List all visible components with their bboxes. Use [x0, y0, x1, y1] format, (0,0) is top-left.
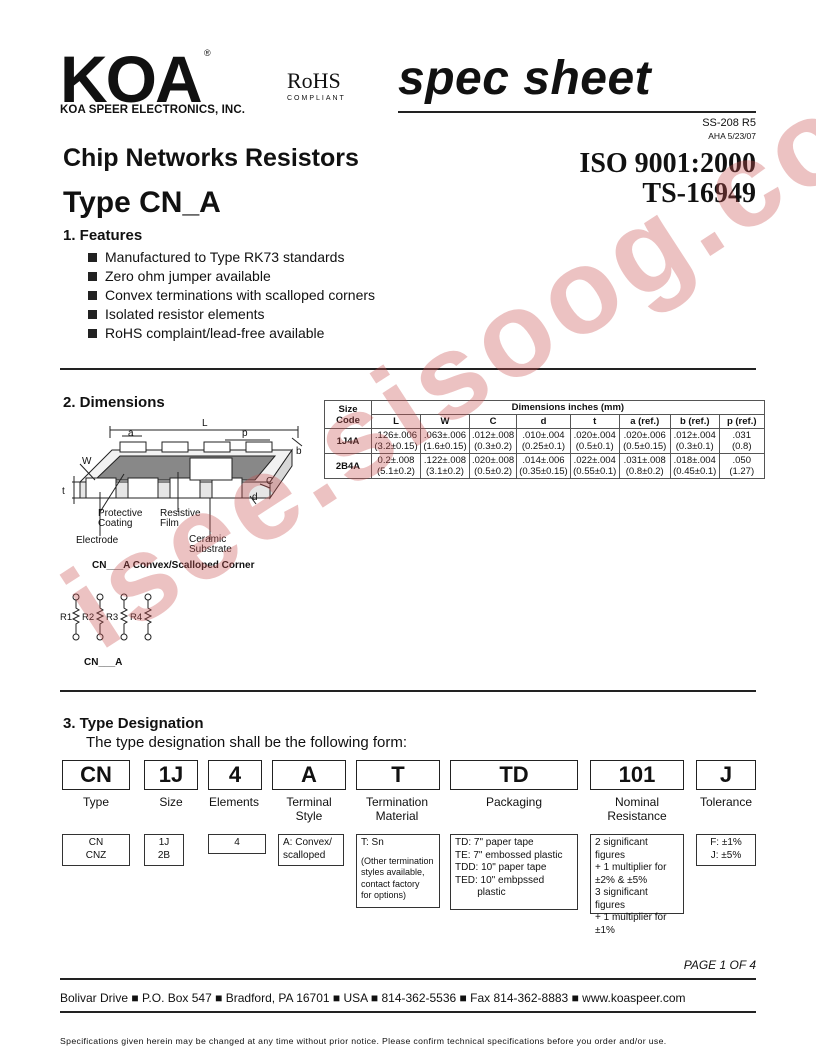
code-box: 4	[208, 760, 262, 790]
code-box: 101	[590, 760, 684, 790]
doc-date: AHA 5/23/07	[708, 131, 756, 141]
koa-logo: KOA	[60, 42, 203, 116]
iso-cert: ISO 9001:2000	[579, 148, 756, 179]
page-number: PAGE 1 OF 4	[683, 958, 756, 972]
section-divider	[60, 368, 756, 370]
options-box: F: ±1% J: ±5%	[696, 834, 756, 866]
website-link[interactable]: www.koaspeer.com	[582, 991, 686, 1005]
field-label: Termination Material	[365, 795, 429, 823]
resistor-schematic: R1 R2 R3 R4	[60, 593, 153, 641]
options-box: T: Sn (Other termination styles availabl…	[356, 834, 440, 908]
label-electrode: Electrode	[76, 535, 119, 546]
footer-rule	[60, 978, 756, 980]
label-ceramic-substrate: Ceramic Substrate	[189, 534, 232, 555]
feature-item: Convex terminations with scalloped corne…	[88, 287, 375, 303]
code-box: CN	[62, 760, 130, 790]
designation-heading: 3. Type Designation	[63, 715, 204, 732]
registered-mark: ®	[204, 48, 211, 58]
features-heading: 1. Features	[63, 227, 143, 244]
options-box: A: Convex/ scalloped	[278, 834, 344, 866]
options-text: T: Sn	[361, 837, 384, 848]
feature-item: Manufactured to Type RK73 standards	[88, 249, 344, 265]
code-box: A	[272, 760, 346, 790]
col-header: d	[516, 414, 571, 429]
designation-intro: The type designation shall be the follow…	[86, 734, 408, 751]
label-resistive-film: Resistive Film	[160, 508, 201, 529]
disclaimer: Specifications given herein may be chang…	[60, 1036, 667, 1046]
options-box: 2 significant figures + 1 multiplier for…	[590, 834, 684, 936]
dim-label-a: a	[128, 428, 134, 439]
dim-label-L: L	[202, 418, 208, 429]
section-divider	[60, 690, 756, 692]
schematic-label: R1	[60, 612, 72, 623]
dim-label-p: p	[242, 428, 248, 439]
field-label: Packaging	[485, 795, 543, 809]
ts-cert: TS-16949	[642, 178, 756, 209]
field-label: Size	[159, 795, 183, 809]
code-box: TD	[450, 760, 578, 790]
dimensions-table: Size Code Dimensions inches (mm) L W C d…	[324, 400, 765, 479]
schematic-label: R3	[106, 612, 118, 623]
field-label: Tolerance	[699, 795, 753, 809]
code-box: T	[356, 760, 440, 790]
footer-address: Bolivar Drive ■ P.O. Box 547 ■ Bradford,…	[60, 991, 686, 1005]
spec-sheet-title: spec sheet	[398, 52, 652, 105]
rohs-compliant: COMPLIANT	[287, 95, 346, 102]
dimensions-heading: 2. Dimensions	[63, 394, 165, 411]
field-label: Terminal Style	[286, 795, 332, 823]
page-title: Chip Networks Resistors	[63, 144, 359, 172]
field-label: Elements	[208, 795, 260, 809]
options-box: 1J 2B	[144, 834, 184, 866]
code-box: 1J	[144, 760, 198, 790]
table-row: 2B4A 0.2±.008(5.1±0.2) .122±.008(3.1±0.2…	[324, 453, 765, 479]
code-box: J	[696, 760, 756, 790]
company-name: KOA SPEER ELECTRONICS, INC.	[60, 104, 246, 116]
schematic-label: R2	[82, 612, 94, 623]
header-rule	[398, 111, 756, 113]
schematic-label: R4	[130, 612, 142, 623]
field-label: Nominal Resistance	[607, 795, 667, 823]
doc-number: SS-208 R5	[702, 117, 756, 129]
col-header: b (ref.)	[669, 414, 720, 429]
page-subtitle: Type CN_A	[63, 186, 221, 219]
col-header: p (ref.)	[718, 414, 765, 429]
label-protective-coating: Protective Coating	[98, 508, 143, 529]
dim-label-W: W	[82, 456, 92, 467]
table-row: 1J4A .126±.006(3.2±0.15) .063±.006(1.6±0…	[324, 428, 765, 454]
col-header: a (ref.)	[618, 414, 671, 429]
options-box: 4	[208, 834, 266, 854]
options-box: TD: 7" paper tape TE: 7" embossed plasti…	[450, 834, 578, 910]
schematic-caption: CN___A	[84, 657, 123, 668]
footer-rule	[60, 1011, 756, 1013]
feature-item: Isolated resistor elements	[88, 306, 265, 322]
dim-label-d: d	[252, 492, 258, 503]
col-header: t	[569, 414, 620, 429]
options-box: CN CNZ	[62, 834, 130, 866]
field-label: Type	[82, 795, 109, 809]
chip-dimension-diagram: L a p b W t C d	[62, 418, 303, 540]
feature-item: RoHS complaint/lead-free available	[88, 325, 324, 341]
dim-label-b: b	[296, 446, 302, 457]
rohs-logo: RoHS	[287, 68, 341, 93]
diagram-caption: CN___A Convex/Scalloped Corner	[92, 560, 255, 571]
dim-label-C: C	[266, 476, 273, 487]
feature-item: Zero ohm jumper available	[88, 268, 271, 284]
dim-label-t: t	[62, 486, 65, 497]
options-note: (Other termination styles available, con…	[361, 855, 434, 901]
